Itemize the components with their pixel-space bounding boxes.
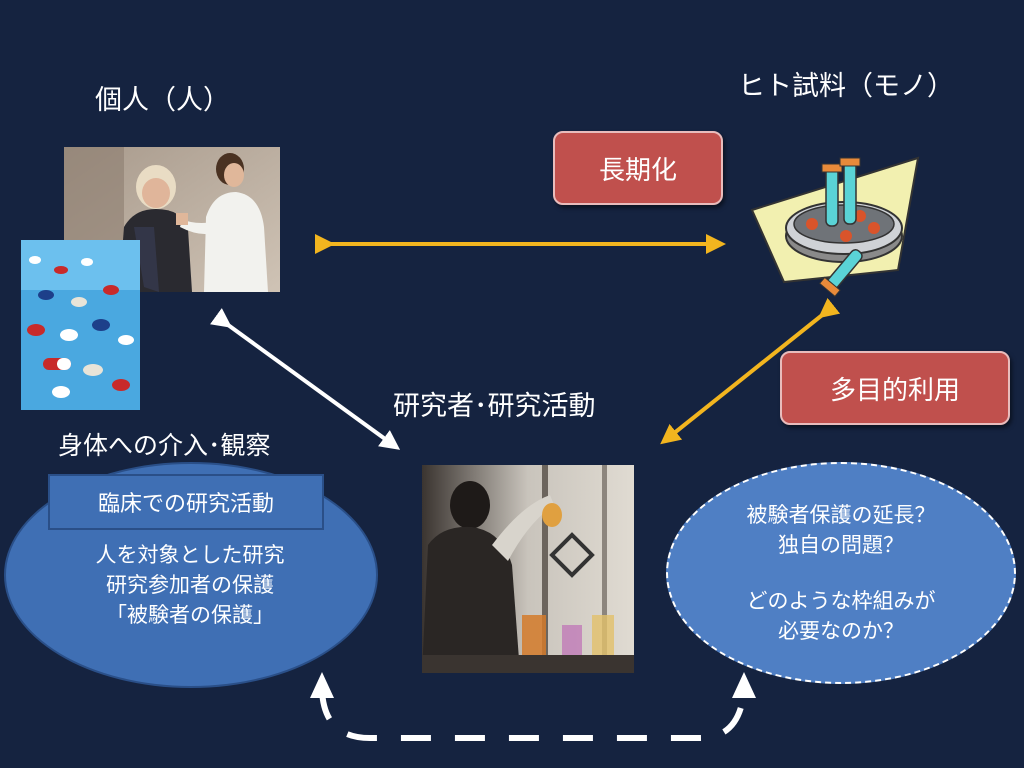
question-ellipse: 被験者保護の延長？ 独自の問題？ どのような枠組みが 必要なのか？ [666, 462, 1016, 684]
question-line: 必要なのか？ [778, 619, 904, 643]
label-researcher: 研究者･研究活動 [393, 391, 596, 422]
badge-long-term: 長期化 [553, 131, 723, 205]
test-tube-clipart [748, 150, 924, 300]
intervention-arrow [210, 308, 401, 450]
label-individual: 個人（人） [95, 85, 230, 116]
label-human-sample: ヒト試料（モノ） [738, 71, 954, 102]
dashed-arrow-head-left [310, 672, 334, 698]
pills-photo [21, 240, 140, 410]
lab-researcher-photo [422, 465, 634, 673]
dashed-link-arrow [319, 689, 747, 741]
clinical-research-text: 人を対象とした研究 研究参加者の保護 「被験者の保護」 [40, 540, 340, 630]
question-line: どのような枠組みが [746, 589, 936, 613]
dashed-arrow-head-right [732, 672, 756, 698]
clinical-research-title: 臨床での研究活動 [48, 474, 324, 530]
clinical-line: 研究参加者の保護 [106, 573, 274, 597]
question-text: 被験者保護の延長？ 独自の問題？ どのような枠組みが 必要なのか？ [747, 500, 936, 646]
question-line: 独自の問題？ [778, 533, 904, 557]
clinical-line: 「被験者の保護」 [106, 603, 274, 627]
clinical-line: 人を対象とした研究 [95, 543, 285, 567]
question-line: 被験者保護の延長？ [746, 503, 936, 527]
multi-purpose-arrow [660, 297, 841, 445]
